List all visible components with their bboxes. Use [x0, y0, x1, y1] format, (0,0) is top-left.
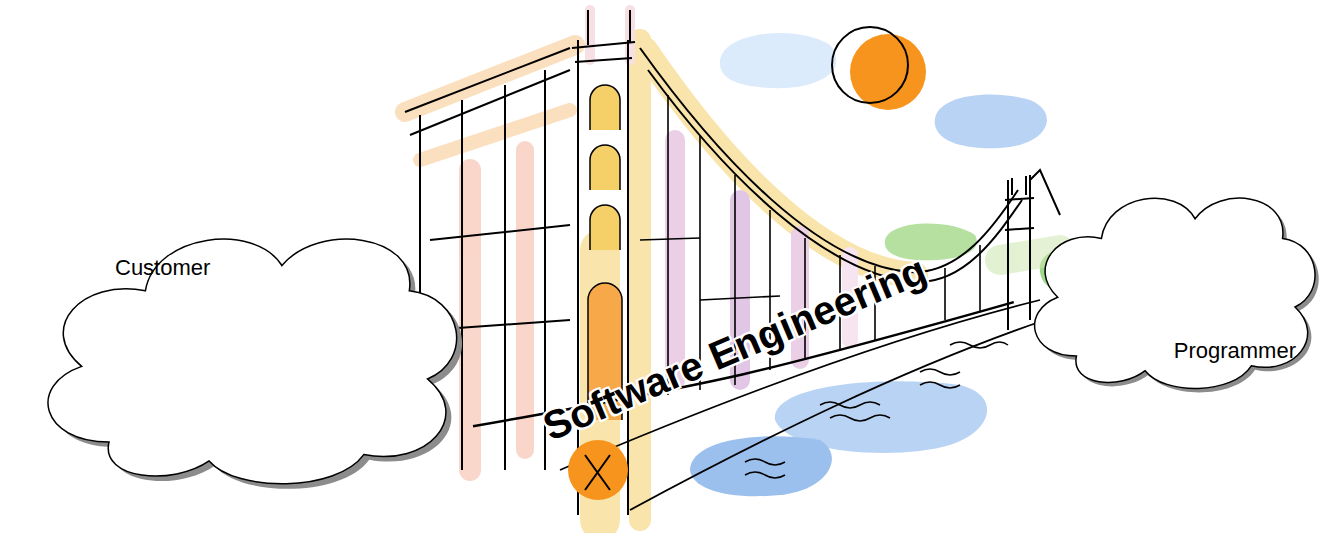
node-label: Customer	[115, 255, 210, 281]
sun-outline	[832, 27, 908, 103]
sky-cloud	[935, 94, 1047, 148]
cloud-outline	[1014, 160, 1326, 405]
cloud-node: Customer	[18, 190, 473, 505]
color-wash	[405, 10, 1060, 520]
cloud-shape	[48, 239, 457, 484]
bridge-cables	[405, 48, 1060, 470]
sky-cloud	[720, 33, 836, 88]
bridge-towers	[572, 10, 1034, 515]
cross-mark	[585, 455, 610, 490]
cloud-outline	[18, 190, 473, 505]
tower-arches	[588, 85, 622, 420]
node-label: Programmer	[1174, 338, 1296, 364]
cloud-node: Programmer	[1014, 160, 1326, 405]
orange-ball	[568, 440, 628, 500]
cloud-shape	[1034, 198, 1314, 388]
